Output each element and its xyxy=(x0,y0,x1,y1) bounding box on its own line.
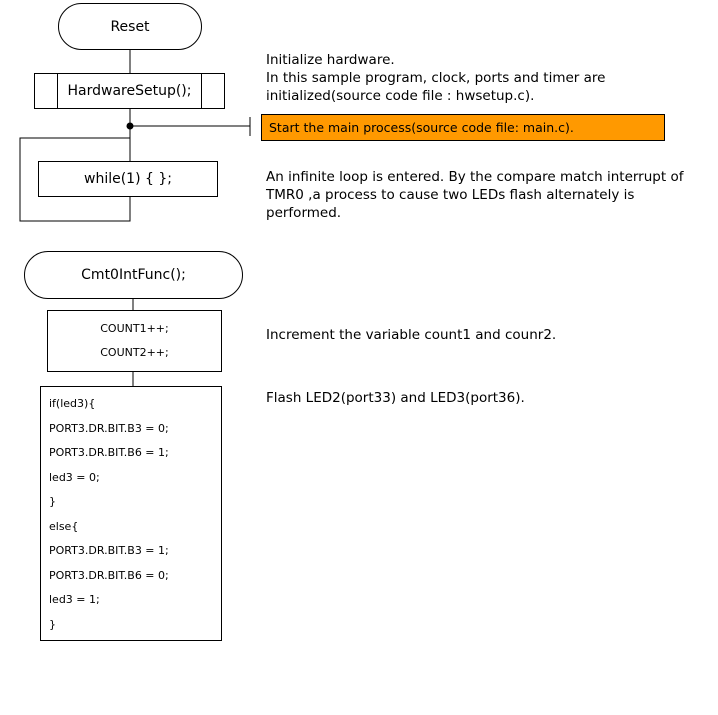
isr-label: Cmt0IntFunc(); xyxy=(81,267,186,283)
code-line: led3 = 1; xyxy=(49,593,100,606)
count2-line: COUNT2++; xyxy=(100,346,169,359)
reset-label: Reset xyxy=(110,18,150,35)
code-line: } xyxy=(49,495,56,508)
main-process-highlight-note: Start the main process(source code file:… xyxy=(261,114,665,141)
init-note-line1: Initialize hardware. xyxy=(266,52,395,68)
increment-note-text: Increment the variable count1 and counr2… xyxy=(266,327,557,343)
while-loop-process: while(1) { }; xyxy=(38,161,218,197)
code-line: PORT3.DR.BIT.B6 = 0; xyxy=(49,568,169,582)
code-line: } xyxy=(49,617,56,631)
reset-terminal: Reset xyxy=(58,3,202,50)
isr-terminal: Cmt0IntFunc(); xyxy=(24,251,243,299)
hardware-setup-process: HardwareSetup(); xyxy=(34,73,225,109)
hardware-setup-label: HardwareSetup(); xyxy=(67,83,192,99)
flash-note-text: Flash LED2(port33) and LED3(port36). xyxy=(266,390,525,406)
code-line: if(led3){ xyxy=(49,397,96,410)
code-line: else{ xyxy=(49,519,79,533)
init-note-line2: In this sample program, clock, ports and… xyxy=(266,70,606,104)
init-note: Initialize hardware. In this sample prog… xyxy=(266,51,606,105)
predefined-process-right-bar xyxy=(201,74,202,108)
main-process-label: Start the main process(source code file:… xyxy=(269,120,574,135)
loop-note: An infinite loop is entered. By the comp… xyxy=(266,168,696,222)
predefined-process-left-bar xyxy=(57,74,58,108)
code-line: PORT3.DR.BIT.B6 = 1; xyxy=(49,446,169,459)
code-line: led3 = 0; xyxy=(49,470,100,484)
count-increment-process: COUNT1++; COUNT2++; xyxy=(47,310,222,372)
increment-note: Increment the variable count1 and counr2… xyxy=(266,326,686,344)
flash-note: Flash LED2(port33) and LED3(port36). xyxy=(266,389,686,407)
count1-line: COUNT1++; xyxy=(100,322,169,335)
code-line: PORT3.DR.BIT.B3 = 1; xyxy=(49,544,169,557)
led-flash-process: if(led3){ PORT3.DR.BIT.B3 = 0; PORT3.DR.… xyxy=(40,386,222,641)
while-loop-label: while(1) { }; xyxy=(84,171,172,187)
loop-note-text: An infinite loop is entered. By the comp… xyxy=(266,169,684,221)
code-line: PORT3.DR.BIT.B3 = 0; xyxy=(49,421,169,435)
